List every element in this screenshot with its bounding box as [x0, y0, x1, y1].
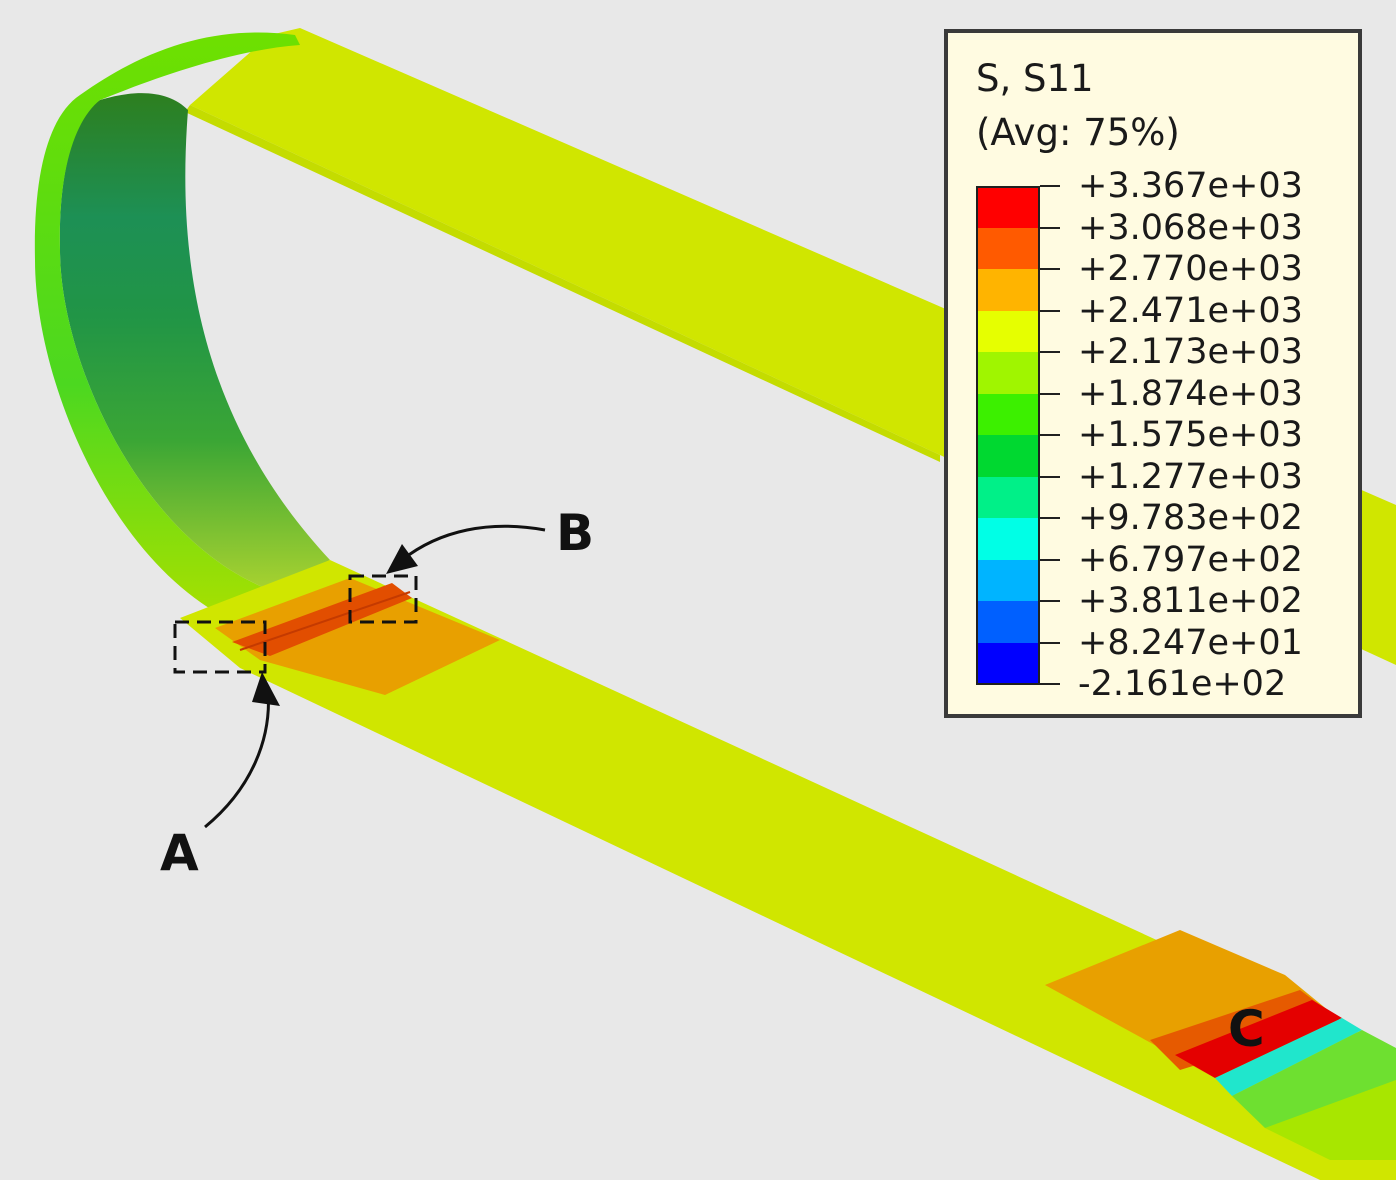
callout-box-a	[173, 620, 267, 674]
legend-tick-label: +1.277e+03	[1078, 456, 1303, 497]
legend-swatch	[976, 393, 1040, 436]
legend-tick	[1040, 351, 1060, 353]
legend-tick-label: +9.783e+02	[1078, 498, 1303, 538]
green-band-light	[1265, 1080, 1396, 1160]
legend-tick	[1040, 600, 1060, 602]
legend-tick	[1040, 475, 1060, 478]
legend-tick-label: +3.811e+02	[1078, 581, 1303, 621]
legend-swatch	[976, 559, 1040, 602]
legend-tick	[1040, 558, 1060, 561]
legend-tick-label: +2.770e+03	[1078, 249, 1303, 289]
cyan-band	[1215, 1018, 1362, 1096]
arrow-a	[204, 689, 270, 829]
legend-tick-label: +6.797e+02	[1078, 539, 1303, 580]
hot-zone-ab	[215, 578, 500, 695]
legend-swatch	[976, 518, 1040, 560]
callout-box-b	[348, 574, 418, 624]
legend-tick	[1040, 392, 1060, 395]
legend-tick	[1040, 517, 1060, 519]
legend-tick-label: +3.367e+03	[1078, 166, 1303, 206]
legend-tick	[1040, 226, 1060, 229]
legend-swatch	[976, 310, 1040, 353]
arrow-b	[401, 524, 546, 562]
legend-tick	[1040, 434, 1060, 436]
arrow-a-head	[252, 672, 280, 706]
legend-tick-label: +1.874e+03	[1078, 373, 1303, 414]
callout-label-c: C	[1228, 1000, 1265, 1058]
legend-tick-label: +1.575e+03	[1078, 415, 1303, 455]
legend-tick-label: +3.068e+03	[1078, 207, 1303, 248]
legend-title: S, S11	[976, 57, 1094, 100]
legend-subtitle: (Avg: 75%)	[976, 111, 1180, 154]
loop-inner-face	[59, 93, 331, 591]
legend-swatch	[976, 352, 1040, 394]
legend-tick	[1040, 309, 1060, 312]
legend-swatch	[976, 601, 1040, 643]
legend-swatch	[976, 435, 1040, 477]
legend-tick-label: +2.471e+03	[1078, 290, 1303, 331]
lower-strip	[180, 560, 1396, 1180]
legend-tick-label: +2.173e+03	[1078, 332, 1303, 372]
callout-label-a: A	[160, 824, 199, 882]
callout-label-b: B	[556, 504, 595, 562]
legend-tick-label: +8.247e+01	[1078, 622, 1303, 663]
color-legend: S, S11 (Avg: 75%) +3.367e+03+3.068e+03+2…	[944, 29, 1362, 718]
hot-band-ab-edge	[239, 591, 411, 651]
legend-swatch	[976, 269, 1040, 311]
legend-tick	[1040, 641, 1060, 644]
legend-tick	[1040, 185, 1060, 187]
loop-outer-rim	[34, 32, 301, 620]
legend-swatch	[976, 227, 1040, 270]
legend-swatch	[976, 642, 1040, 685]
hot-band-c-red	[1175, 1000, 1342, 1078]
upper-strip-edge	[185, 105, 940, 462]
legend-swatch	[976, 476, 1040, 519]
arrow-b-head	[386, 544, 418, 574]
legend-tick	[1040, 268, 1060, 270]
legend-swatch	[976, 186, 1040, 228]
legend-tick-label: -2.161e+02	[1078, 664, 1287, 704]
legend-tick	[1040, 683, 1060, 685]
